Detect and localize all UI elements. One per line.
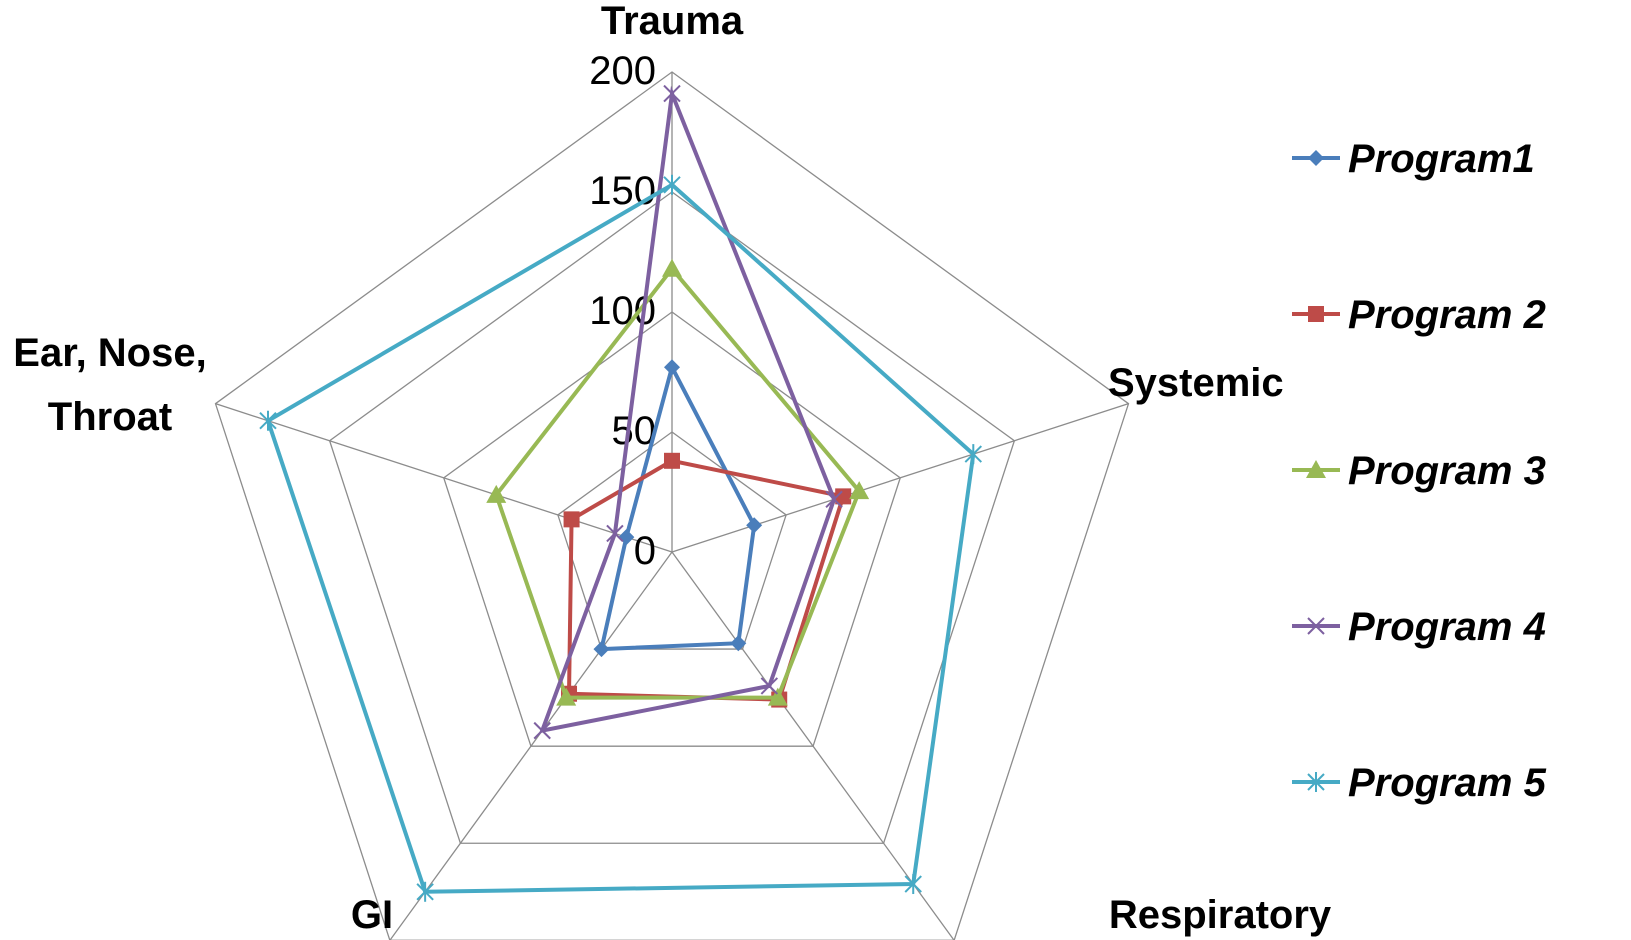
data-point bbox=[663, 84, 681, 103]
grid-ring bbox=[328, 191, 1016, 844]
data-point bbox=[746, 517, 763, 534]
data-point bbox=[533, 721, 551, 740]
axis-spoke bbox=[215, 403, 673, 553]
data-point bbox=[760, 677, 779, 695]
tick-label: 0 bbox=[634, 529, 656, 573]
data-point bbox=[964, 444, 983, 465]
tick-label: 200 bbox=[589, 49, 656, 93]
data-point bbox=[606, 524, 624, 543]
category-label: Systemic bbox=[1108, 361, 1284, 405]
tick-label: 150 bbox=[589, 169, 656, 213]
series-5 bbox=[259, 174, 983, 902]
data-point bbox=[767, 687, 788, 706]
data-point bbox=[563, 511, 580, 528]
legend-label: Program 5 bbox=[1348, 761, 1547, 805]
legend-label: Program1 bbox=[1348, 137, 1535, 181]
data-point bbox=[416, 881, 434, 902]
data-point bbox=[259, 410, 277, 431]
series-line bbox=[566, 458, 846, 702]
data-point bbox=[664, 359, 680, 376]
grid-ring bbox=[214, 71, 1130, 940]
category-label: Respiratory bbox=[1109, 893, 1332, 937]
legend-label: Program 3 bbox=[1348, 449, 1546, 493]
grid-ring bbox=[442, 311, 902, 747]
data-point bbox=[904, 874, 922, 895]
category-label: Ear, Nose, bbox=[13, 331, 206, 375]
legend-entry: Program 4 bbox=[1292, 605, 1546, 649]
category-label: Trauma bbox=[601, 0, 744, 43]
series-line bbox=[539, 85, 837, 734]
category-label: Throat bbox=[48, 395, 172, 439]
legend-label: Program 4 bbox=[1348, 605, 1546, 649]
data-point bbox=[663, 174, 681, 195]
axis-spoke bbox=[671, 403, 1129, 553]
data-point bbox=[1308, 150, 1324, 166]
data-point bbox=[556, 687, 577, 706]
series-3 bbox=[486, 258, 870, 706]
data-point bbox=[849, 481, 870, 500]
series-1 bbox=[593, 359, 763, 658]
data-point bbox=[730, 635, 747, 652]
series-line bbox=[494, 265, 862, 700]
data-point bbox=[662, 258, 682, 277]
data-point bbox=[1307, 772, 1325, 792]
data-point bbox=[825, 490, 843, 509]
category-label: GI bbox=[351, 893, 393, 937]
axis-spoke bbox=[671, 551, 955, 940]
series-line bbox=[598, 361, 757, 652]
data-point bbox=[1306, 460, 1326, 478]
data-series bbox=[259, 84, 983, 902]
legend-entry: Program 3 bbox=[1292, 449, 1546, 493]
series-line bbox=[265, 182, 976, 894]
series-4 bbox=[533, 84, 843, 740]
data-point bbox=[1308, 306, 1324, 322]
grid-ring bbox=[557, 431, 787, 650]
axis-spoke bbox=[389, 551, 673, 940]
legend-entry: Program1 bbox=[1292, 137, 1535, 181]
data-point bbox=[1307, 617, 1325, 635]
legend-entry: Program 5 bbox=[1292, 761, 1547, 805]
data-point bbox=[593, 641, 610, 658]
legend-entry: Program 2 bbox=[1292, 293, 1546, 337]
radar-grid bbox=[214, 71, 1130, 940]
tick-label: 50 bbox=[612, 409, 657, 453]
data-point bbox=[486, 484, 507, 503]
data-point bbox=[835, 488, 852, 505]
legend-label: Program 2 bbox=[1348, 293, 1546, 337]
data-point bbox=[664, 452, 680, 469]
data-point bbox=[618, 529, 635, 546]
